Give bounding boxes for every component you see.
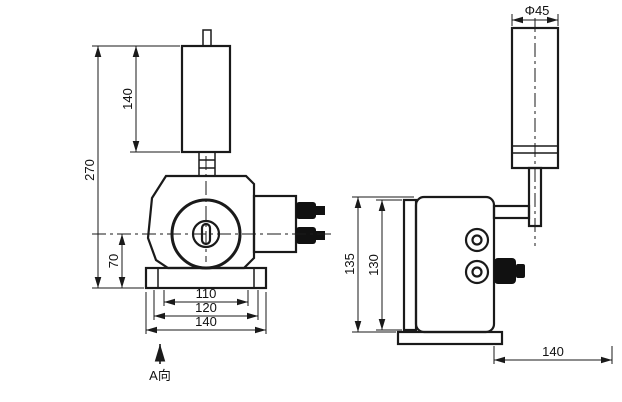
dim-label-height-outer: 135	[342, 253, 357, 275]
cable-gland-bottom-tip	[316, 231, 325, 240]
side-cable-gland	[494, 258, 516, 284]
port-circle-upper	[464, 227, 490, 253]
dim-label-total-height: 270	[82, 159, 97, 181]
port-circle-lower-inner	[471, 266, 483, 278]
dim-diameter: Φ45	[511, 3, 559, 26]
dim-label-width-outer: 140	[195, 314, 217, 329]
view-direction-label: A向	[149, 368, 171, 383]
mounting-base	[144, 266, 268, 290]
cable-gland-top	[296, 202, 316, 219]
terminal-box	[252, 194, 298, 254]
dim-depth-140: 140	[493, 344, 613, 364]
solenoid-cylinder	[180, 44, 232, 154]
dim-axis-height: 70	[106, 234, 126, 288]
dim-label-height-inner: 130	[366, 254, 381, 276]
dim-cylinder-height: 140	[92, 45, 180, 153]
side-bracket	[492, 204, 531, 220]
side-front-plate	[402, 198, 418, 332]
cable-gland-top-tip	[316, 206, 325, 215]
front-view: 140 270 70 110 120	[82, 29, 334, 383]
dim-label-width-inner: 110	[196, 286, 217, 301]
dim-label-diameter: Φ45	[525, 3, 550, 18]
dim-width-110: 110	[163, 286, 249, 306]
dim-height-135: 135	[342, 196, 414, 333]
cable-gland-bottom	[296, 227, 316, 244]
view-direction: A向	[149, 344, 171, 383]
side-base-plate	[396, 330, 504, 346]
dim-label-depth: 140	[542, 344, 564, 359]
side-view: Φ45 135 130 140	[342, 3, 613, 364]
top-rod	[202, 29, 212, 47]
side-cable-gland-tip	[516, 264, 525, 278]
dim-width-120: 120	[153, 290, 259, 320]
port-circle-lower	[464, 259, 490, 285]
port-circle-upper-inner	[471, 234, 483, 246]
dim-label-cylinder-height: 140	[120, 88, 135, 110]
dim-label-width-mid: 120	[195, 300, 217, 315]
dim-height-130: 130	[366, 199, 402, 331]
neck	[198, 151, 216, 177]
dim-label-axis-height: 70	[106, 254, 121, 268]
side-body	[414, 195, 496, 334]
dim-width-140: 140	[145, 292, 267, 334]
dim-total-height: 270	[82, 46, 144, 289]
